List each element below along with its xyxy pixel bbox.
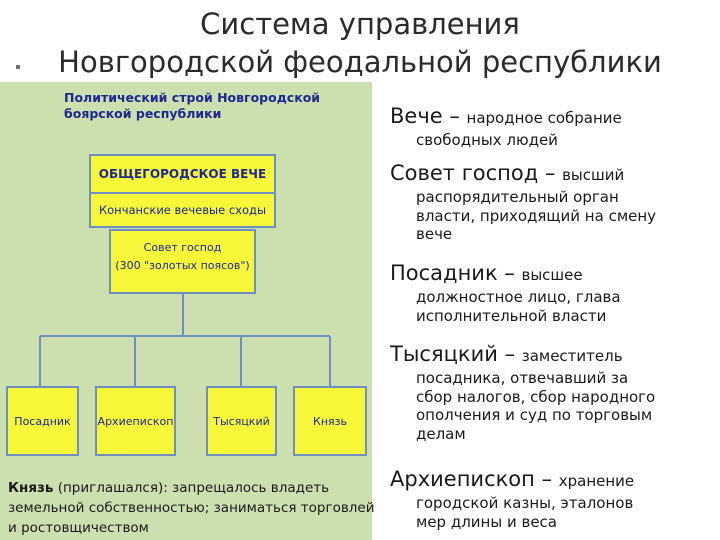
definition-term: Тысяцкий – (390, 342, 522, 366)
definition-line: вече (416, 225, 453, 243)
definition-start: высшее (521, 266, 583, 284)
definition-term: Совет господ – (390, 161, 563, 185)
sovet-label: Совет господ (143, 241, 222, 254)
definition-line: власти, приходящий на смену (416, 206, 657, 225)
knyaz-note: Князь (приглашался): запрещалось владеть… (8, 478, 378, 538)
definition-line: распорядительный орган (416, 188, 619, 206)
definition-line: посадника, отвечавший за (416, 369, 629, 387)
definition-posadnik: Посадник – высшее должностное лицо, глав… (390, 260, 710, 325)
definition-term: Вече – (390, 104, 467, 128)
bullet-marker (16, 65, 20, 69)
definition-term: Посадник – (390, 261, 522, 285)
knyaz-box: Князь (293, 386, 367, 456)
definition-start: высший (562, 166, 625, 184)
sovet-sublabel: (300 "золотых поясов") (115, 259, 250, 272)
definition-start: заместитель (521, 347, 623, 365)
definition-line: должностное лицо, глава (416, 288, 621, 306)
definition-line: свободных людей (416, 131, 558, 149)
definition-veche: Вече – народное собрание свободных людей (390, 103, 710, 150)
posadnik-box: Посадник (6, 386, 79, 456)
posadnik-label: Посадник (14, 414, 71, 428)
definition-start: хранение (558, 472, 635, 490)
konchan-label: Кончанские вечевые сходы (98, 203, 267, 217)
archbishop-box: Архиепископ (95, 386, 176, 456)
definition-line: исполнительной власти (416, 306, 607, 325)
definition-line: делам (416, 424, 466, 443)
definition-tysyatsky: Тысяцкий – заместитель посадника, отвеча… (390, 341, 710, 443)
definition-line: ополчения и суд по торговым (416, 406, 653, 424)
sovet-gospod-box: Совет господ (300 "золотых поясов") (109, 229, 256, 294)
knyaz-note-bold: Князь (8, 480, 54, 496)
archbishop-label: Архиепископ (97, 414, 174, 428)
slide-title-line-1: Система управления (200, 7, 520, 41)
tysyatsky-label: Тысяцкий (213, 414, 270, 428)
diagram-title: Политический строй Новгородской боярской… (64, 90, 321, 121)
definition-archbishop: Архиепископ – хранение городской казны, … (390, 466, 710, 531)
tysyatsky-box: Тысяцкий (206, 386, 277, 456)
slide-title-line-2: Новгородской феодальной республики (58, 45, 662, 79)
definition-sovet-gospod: Совет господ – высший распорядительный о… (390, 160, 710, 244)
definition-start: народное собрание (466, 109, 622, 127)
definition-line: городской казны, эталонов (416, 494, 634, 512)
definition-line: мер длины и веса (416, 512, 557, 531)
definition-term: Архиепископ – (390, 467, 559, 491)
veche-box: ОБЩЕГОРОДСКОЕ ВЕЧЕ Кончанские вечевые сх… (89, 154, 276, 228)
knyaz-label: Князь (313, 414, 347, 428)
knyaz-note-text: (приглашался): запрещалось владеть земел… (8, 480, 375, 536)
definition-line: сбор налогов, сбор народного (416, 387, 656, 406)
veche-label: ОБЩЕГОРОДСКОЕ ВЕЧЕ (91, 156, 274, 194)
